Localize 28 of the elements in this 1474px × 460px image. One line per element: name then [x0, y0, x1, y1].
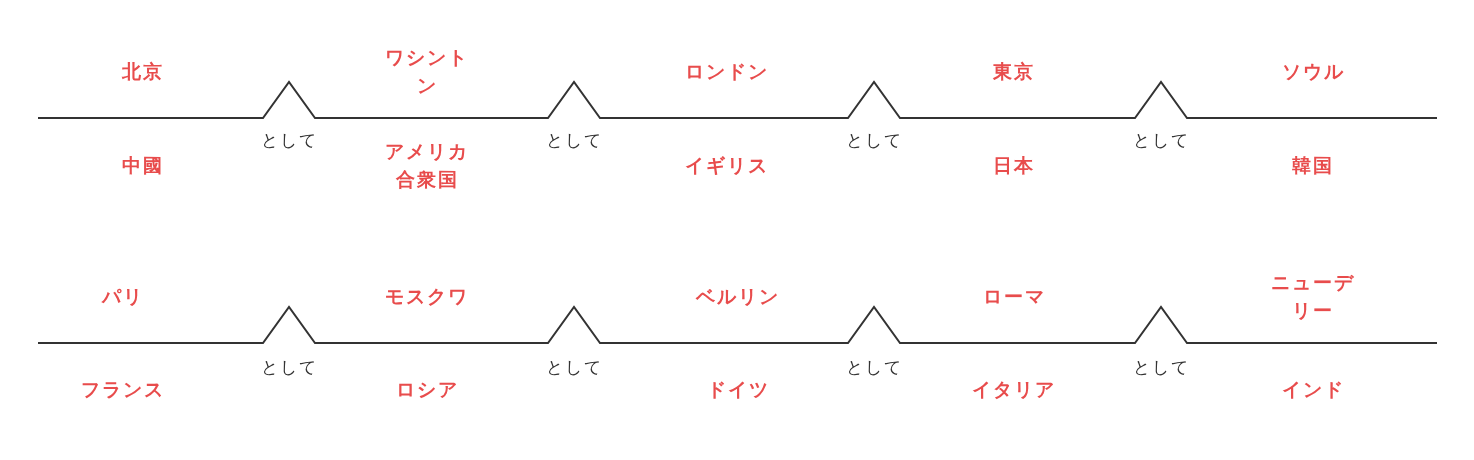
place-name: ロンドン — [684, 59, 770, 84]
place-name: ドイツ — [705, 377, 771, 402]
place-name: インド — [1280, 377, 1346, 402]
place-name: ワシントン — [384, 45, 470, 98]
relation-word: として — [260, 129, 318, 151]
relation-word: として — [545, 129, 603, 151]
place-name: ニューデリー — [1270, 270, 1356, 323]
relation-word: として — [845, 356, 903, 378]
place-name: 日本 — [992, 153, 1036, 178]
place-name: イタリア — [971, 377, 1057, 402]
place-name: 北京 — [121, 59, 165, 84]
relation-word: として — [845, 129, 903, 151]
place-name: イギリス — [684, 153, 770, 178]
place-name: モスクワ — [384, 284, 470, 309]
place-name: ロシア — [394, 377, 460, 402]
place-name: フランス — [80, 377, 166, 402]
relation-word: として — [1132, 129, 1190, 151]
place-name: 東京 — [992, 59, 1036, 84]
relation-word: として — [545, 356, 603, 378]
place-name: パリ — [100, 284, 145, 309]
place-name: 中國 — [121, 153, 165, 178]
place-name: アメリカ合衆国 — [384, 139, 470, 192]
place-name: ベルリン — [694, 284, 781, 309]
place-name: 韓国 — [1291, 153, 1335, 178]
place-name: ローマ — [981, 284, 1047, 309]
relation-word: として — [1132, 356, 1190, 378]
relation-word: として — [260, 356, 318, 378]
place-name: ソウル — [1280, 59, 1346, 84]
